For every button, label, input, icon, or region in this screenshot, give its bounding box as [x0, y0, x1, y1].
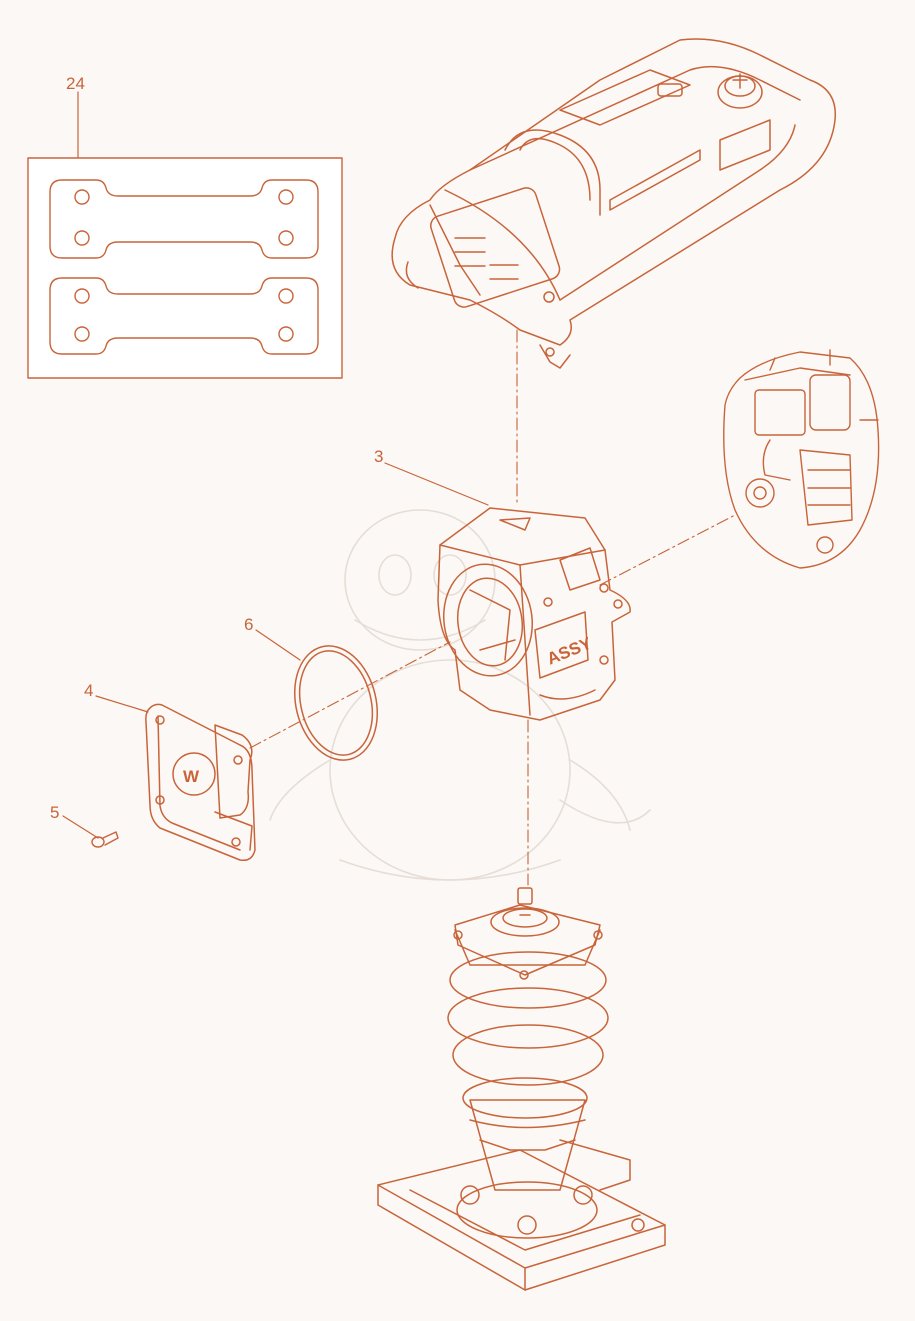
callout-leaders [62, 91, 489, 839]
housing-badge-logo: ASSY [544, 633, 595, 668]
callout-4: 4 [84, 681, 93, 700]
callout-24: 24 [66, 74, 85, 93]
screw-icon [91, 831, 119, 848]
o-ring-icon [293, 645, 379, 761]
callout-6: 6 [244, 615, 253, 634]
dragon-watermark-icon [269, 509, 651, 881]
engine-icon [723, 349, 880, 569]
gasket-kit-icon [27, 157, 343, 379]
rammer-foot-icon [377, 887, 666, 1291]
guide-handle-icon [391, 38, 837, 369]
cover-logo-mark: W [183, 767, 200, 786]
assembly-axis-lines [249, 329, 736, 886]
callout-3: 3 [374, 447, 383, 466]
cover-plate-icon [145, 703, 256, 862]
callout-5: 5 [50, 803, 59, 822]
crank-housing-icon [437, 507, 631, 721]
